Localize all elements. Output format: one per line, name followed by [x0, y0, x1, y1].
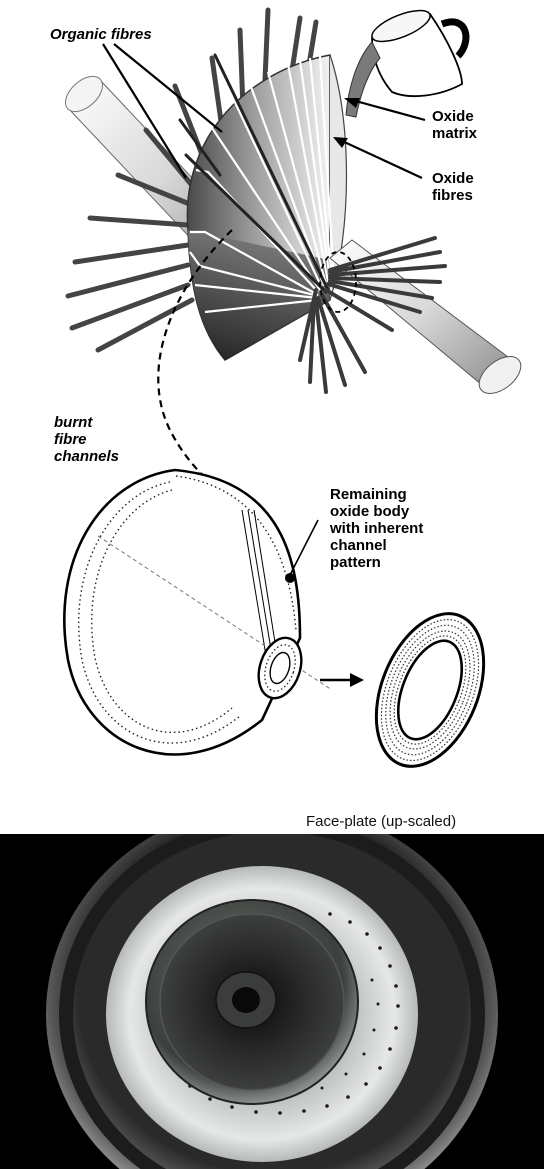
- label-oxide-matrix-line2: matrix: [432, 125, 477, 142]
- label-remaining-line1: Remaining: [330, 486, 423, 503]
- label-oxide-matrix-line1: Oxide: [432, 108, 477, 125]
- label-remaining-oxide-body: Remaining oxide body with inherent chann…: [330, 486, 423, 571]
- manufacturing-diagram: Organic fibres Oxide matrix Oxide fibres…: [0, 0, 544, 830]
- face-plate-photo: [0, 834, 544, 1169]
- face-plate-caption: Face-plate (up-scaled): [306, 813, 456, 830]
- label-oxide-fibres-line1: Oxide: [432, 170, 474, 187]
- to-face-plate-arrow: [320, 673, 364, 687]
- oxide-body: [64, 470, 332, 754]
- label-burnt-line3: channels: [54, 448, 119, 465]
- label-remaining-line2: oxide body: [330, 503, 423, 520]
- face-plate-ring: [356, 598, 505, 782]
- label-remaining-line3: with inherent: [330, 520, 423, 537]
- label-burnt-line1: burnt: [54, 414, 119, 431]
- label-oxide-fibres-line2: fibres: [432, 187, 474, 204]
- mandrel-rod-right: [330, 240, 528, 401]
- label-remaining-line5: pattern: [330, 554, 423, 571]
- remaining-body-pointer: [285, 520, 318, 583]
- label-organic-fibres: Organic fibres: [50, 26, 152, 43]
- label-burnt-fibre-channels: burnt fibre channels: [54, 414, 119, 465]
- label-oxide-matrix: Oxide matrix: [432, 108, 477, 142]
- pitcher-icon: [346, 4, 466, 117]
- label-oxide-fibres: Oxide fibres: [432, 170, 474, 204]
- label-burnt-line2: fibre: [54, 431, 119, 448]
- label-remaining-line4: channel: [330, 537, 423, 554]
